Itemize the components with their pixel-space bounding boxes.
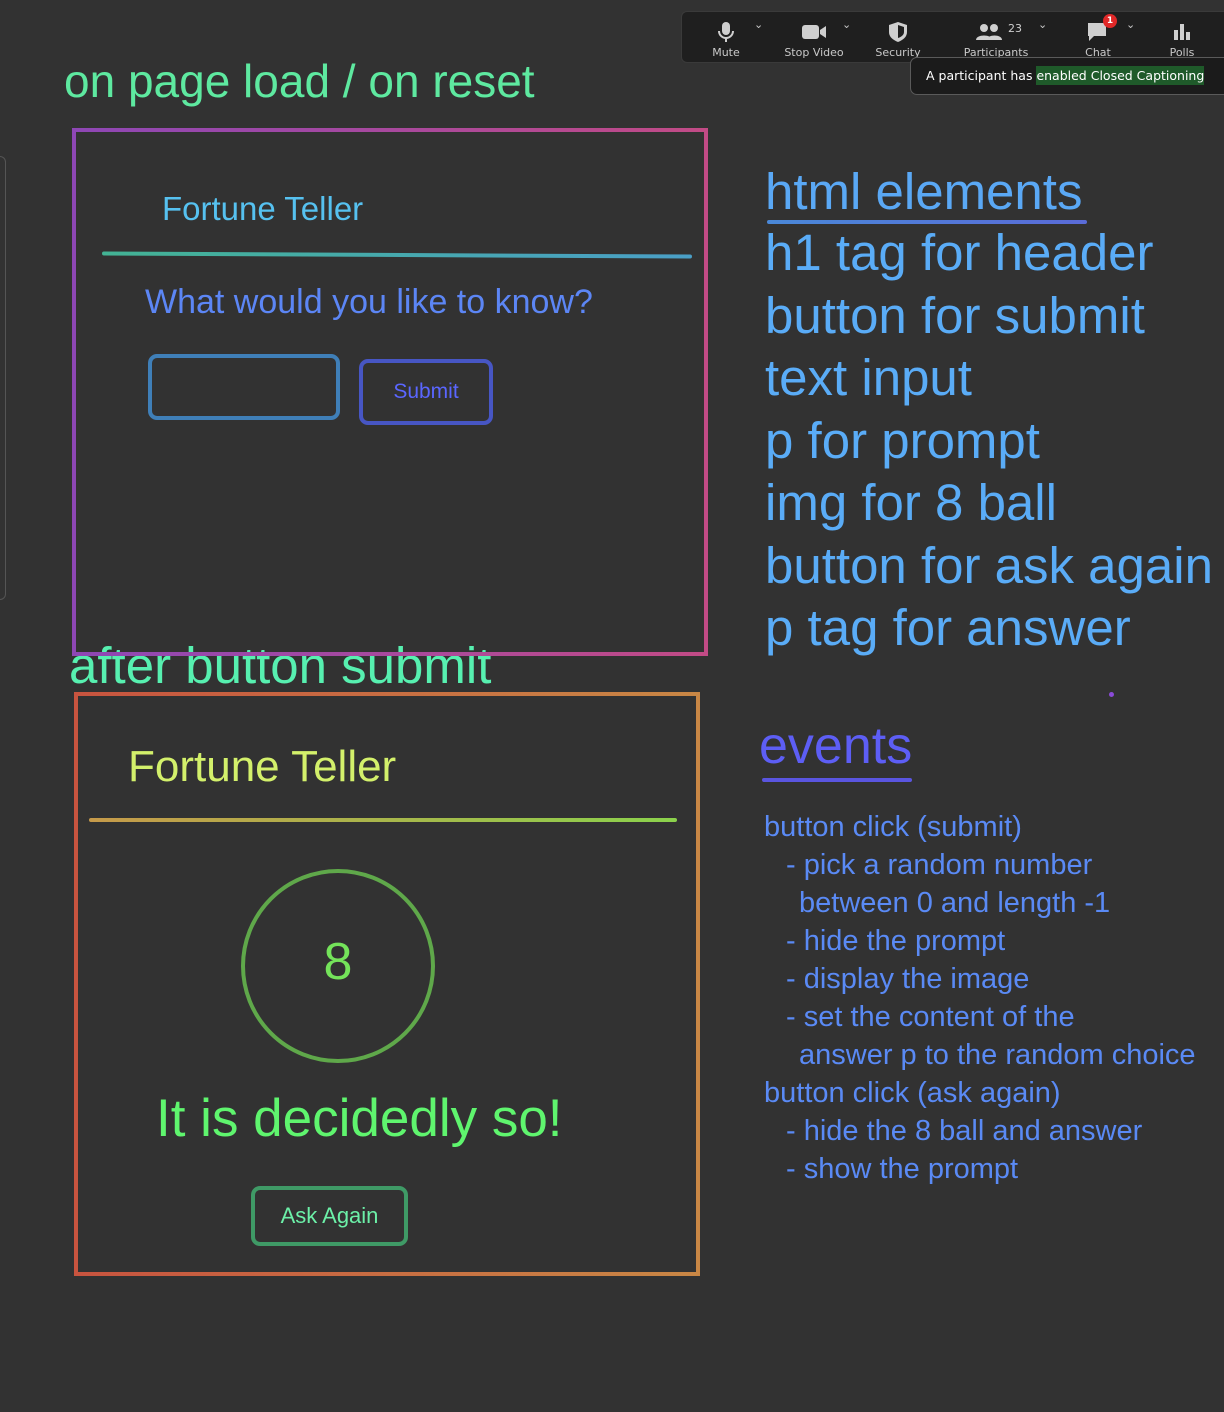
initial-state-frame: [72, 128, 708, 656]
title-divider: [89, 818, 677, 822]
chevron-down-icon[interactable]: ⌄: [842, 18, 852, 31]
list-item: p for prompt: [765, 411, 1040, 469]
submit-button[interactable]: Submit: [359, 359, 493, 425]
chat-button[interactable]: Chat: [1058, 16, 1138, 62]
closed-captioning-notice[interactable]: A participant has enabled Closed Caption…: [910, 57, 1224, 95]
list-item: between 0 and length -1: [799, 887, 1111, 919]
eight-ball-image: [241, 869, 435, 1063]
list-item: answer p to the random choice: [799, 1039, 1196, 1071]
chat-icon: [1088, 23, 1106, 41]
list-item: - hide the 8 ball and answer: [786, 1115, 1143, 1147]
list-item: - set the content of the: [786, 1001, 1075, 1033]
chevron-down-icon[interactable]: ⌄: [1126, 18, 1136, 31]
answer-text: It is decidedly so!: [156, 1089, 563, 1148]
chat-label: Chat: [1085, 46, 1111, 59]
list-item: button click (submit): [764, 811, 1022, 843]
events-underline: [762, 778, 912, 782]
list-item: img for 8 ball: [765, 474, 1057, 531]
list-item: h1 tag for header: [765, 224, 1154, 281]
stray-ink-dot: [1109, 692, 1114, 697]
zoom-toolbar: Mute ⌄ Stop Video ⌄ Security 23 Particip…: [681, 11, 1224, 63]
chevron-down-icon[interactable]: ⌄: [754, 18, 764, 31]
participants-button[interactable]: 23 Participants: [956, 16, 1036, 62]
html-elements-title: html elements: [765, 163, 1083, 220]
list-item: p tag for answer: [765, 599, 1131, 656]
caption-notice-prefix: A participant has: [926, 68, 1037, 83]
chevron-down-icon[interactable]: ⌄: [1038, 18, 1048, 31]
events-title: events: [759, 717, 913, 775]
ask-again-button[interactable]: Ask Again: [251, 1186, 408, 1246]
caption-notice-highlight: enabled Closed Captioning: [1036, 66, 1205, 85]
list-item: - pick a random number: [786, 849, 1093, 881]
shield-icon: [889, 22, 907, 42]
security-button[interactable]: Security: [858, 16, 938, 62]
participants-icon: [976, 24, 1002, 40]
fortune-teller-title: Fortune Teller: [162, 190, 364, 227]
html-elements-underline: [767, 220, 1087, 224]
prompt-text: What would you like to know?: [145, 283, 593, 321]
participants-label: Participants: [963, 46, 1029, 59]
video-camera-icon: [802, 25, 826, 39]
stop-video-button[interactable]: Stop Video: [774, 16, 854, 62]
polls-button[interactable]: Polls: [1142, 16, 1222, 62]
list-item: button for submit: [765, 286, 1145, 344]
list-item: button for ask again: [765, 536, 1213, 594]
offscreen-panel-edge: [0, 156, 6, 600]
eight-ball-number: 8: [323, 933, 353, 991]
fortune-teller-title: Fortune Teller: [128, 742, 397, 791]
list-item: - display the image: [786, 963, 1030, 995]
polls-icon: [1174, 24, 1190, 40]
list-item: button click (ask again): [764, 1077, 1061, 1109]
mute-button[interactable]: Mute: [686, 16, 766, 62]
question-input[interactable]: [148, 354, 340, 420]
microphone-icon: [718, 22, 734, 42]
list-item: text input: [765, 349, 972, 406]
participants-count: 23: [1008, 22, 1022, 35]
list-item: - show the prompt: [786, 1153, 1019, 1185]
heading-page-load: on page load / on reset: [64, 55, 535, 107]
stop-video-label: Stop Video: [784, 46, 844, 59]
mute-label: Mute: [712, 46, 740, 59]
list-item: - hide the prompt: [786, 925, 1006, 957]
events-list: button click (submit) - pick a random nu…: [764, 808, 1196, 1188]
polls-label: Polls: [1169, 46, 1195, 59]
security-label: Security: [875, 46, 921, 59]
html-elements-list: h1 tag for header button for submit text…: [765, 222, 1213, 660]
chat-notification-badge: 1: [1103, 14, 1117, 28]
